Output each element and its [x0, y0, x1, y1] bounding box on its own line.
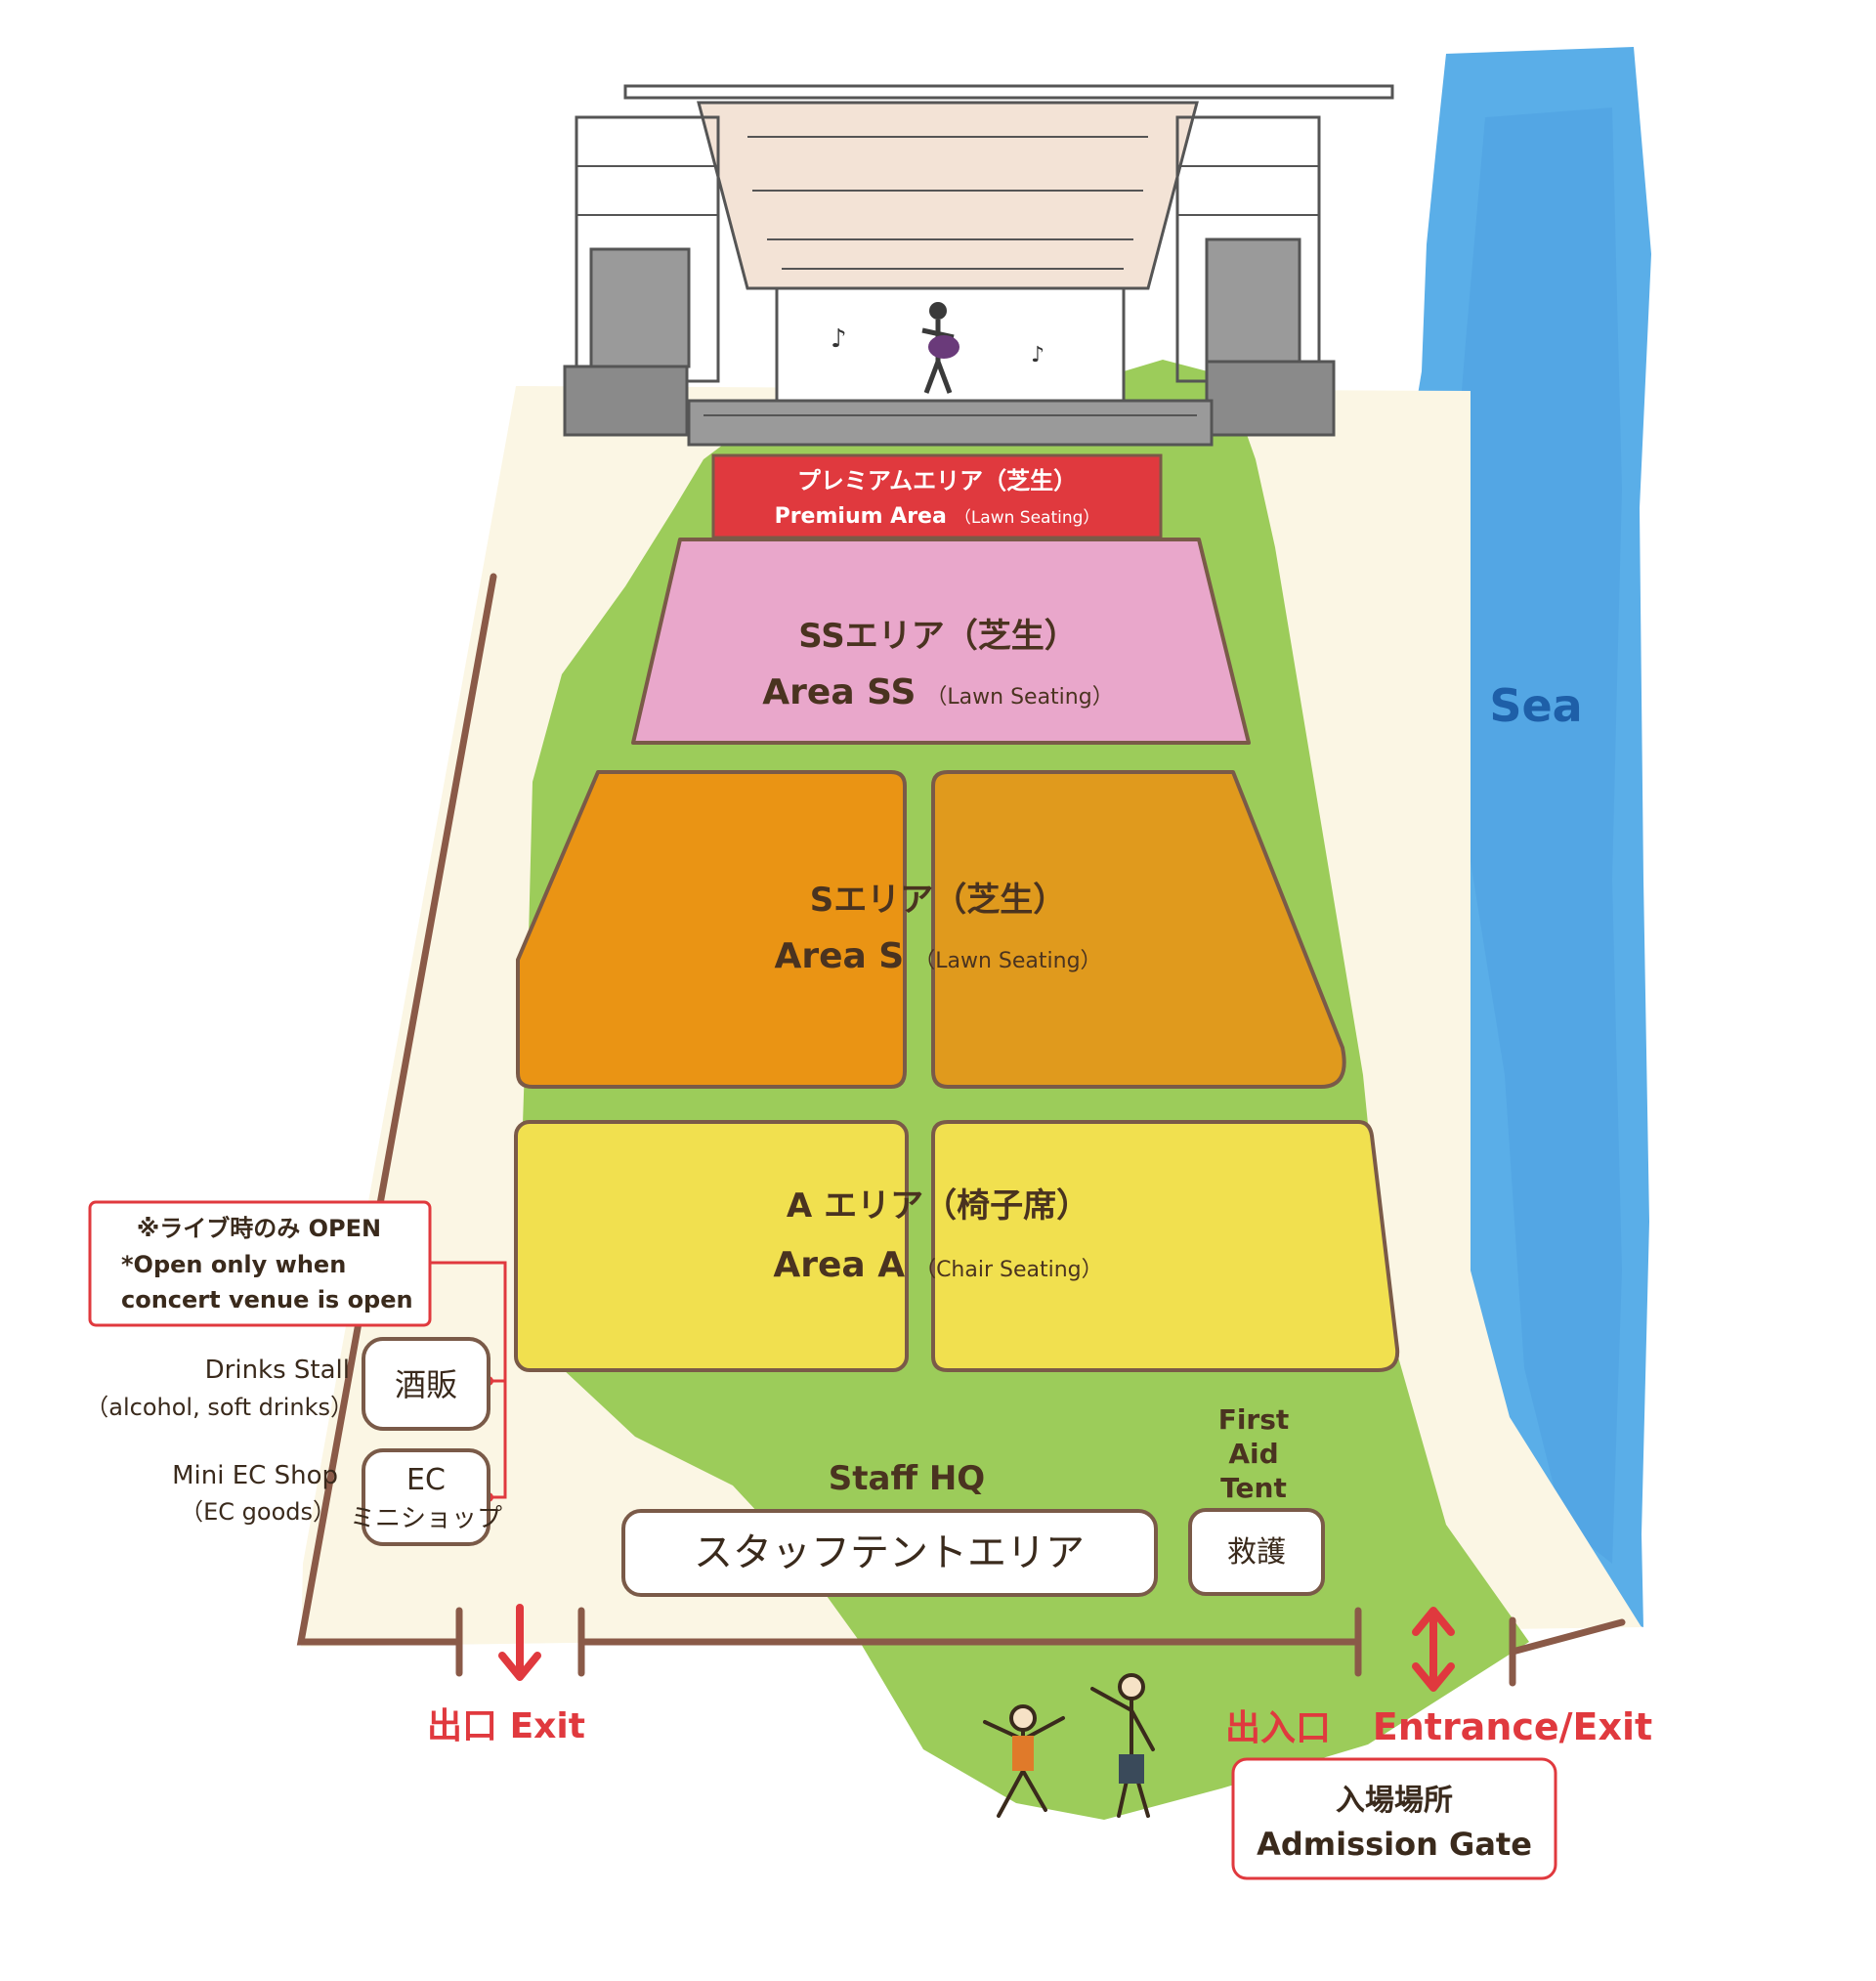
- premium-area-jp-label: プレミアムエリア（芝生）: [797, 467, 1077, 495]
- entrance-exit-jp-label: 出入口: [1225, 1708, 1331, 1748]
- notice-line2: *Open only when: [121, 1251, 346, 1278]
- area-ss-en-label: Area SS（Lawn Seating）: [762, 672, 1113, 712]
- area-s-right-block: [931, 770, 1346, 1089]
- area-a-jp-label: A エリア（椅子席）: [787, 1186, 1089, 1226]
- sea-label: Sea: [1489, 679, 1582, 732]
- mini-ec-shop-box-line2: ミニショップ: [350, 1504, 502, 1533]
- notice-line1: ※ライブ時のみ OPEN: [137, 1215, 381, 1242]
- admission-gate-en-label: Admission Gate: [1257, 1826, 1532, 1863]
- area-a-right-block: [931, 1120, 1400, 1372]
- entrance-exit-arrow-icon: [1412, 1607, 1455, 1692]
- area-ss-jp-label: SSエリア（芝生）: [798, 617, 1077, 656]
- area-a-left-block: [514, 1120, 909, 1372]
- first-aid-label-line1: First: [1218, 1403, 1290, 1436]
- staff-tent-area-label: スタッフテントエリア: [694, 1530, 1085, 1575]
- svg-text:♪: ♪: [1031, 343, 1045, 367]
- area-ss[interactable]: SSエリア（芝生） Area SS（Lawn Seating）: [631, 538, 1251, 745]
- people-illustration: [983, 1673, 1155, 1818]
- area-s[interactable]: Sエリア（芝生） Area S（Lawn Seating）: [516, 770, 1346, 1089]
- mini-ec-shop-box-line1: EC: [406, 1463, 446, 1497]
- premium-area-en-label: Premium Area（Lawn Seating）: [775, 504, 1100, 529]
- entrance-exit[interactable]: 出入口 Entrance/Exit: [1225, 1607, 1652, 1748]
- drinks-stall[interactable]: Drinks Stall （alcohol, soft drinks） 酒販: [85, 1337, 490, 1431]
- area-s-en-label: Area S（Lawn Seating）: [774, 936, 1101, 976]
- exit-arrow-icon: [498, 1604, 541, 1681]
- first-aid-label-line3: Tent: [1220, 1472, 1287, 1504]
- area-s-jp-label: Sエリア（芝生）: [810, 881, 1067, 920]
- first-aid-label-line2: Aid: [1228, 1438, 1278, 1470]
- exit-label: 出口 Exit: [427, 1706, 585, 1746]
- admission-gate-jp-label: 入場場所: [1336, 1784, 1453, 1818]
- staff-hq[interactable]: Staff HQ スタッフテントエリア: [621, 1459, 1158, 1597]
- premium-area[interactable]: プレミアムエリア（芝生） Premium Area（Lawn Seating）: [711, 453, 1163, 539]
- drinks-stall-sublabel: （alcohol, soft drinks）: [85, 1394, 354, 1421]
- mini-ec-shop-label: Mini EC Shop: [172, 1461, 338, 1490]
- area-a[interactable]: A エリア（椅子席） Area A（Chair Seating）: [514, 1120, 1400, 1372]
- venue-fence: [296, 573, 1626, 1687]
- drinks-stall-label: Drinks Stall: [205, 1356, 350, 1385]
- admission-gate[interactable]: 入場場所 Admission Gate: [1231, 1757, 1557, 1880]
- drinks-stall-box-label: 酒販: [395, 1366, 457, 1403]
- first-aid-tent[interactable]: First Aid Tent 救護: [1188, 1403, 1325, 1596]
- notice-line3: concert venue is open: [121, 1286, 413, 1313]
- svg-text:♪: ♪: [831, 324, 847, 354]
- mini-ec-shop[interactable]: Mini EC Shop （EC goods） EC ミニショップ: [172, 1448, 502, 1546]
- area-s-left-block: [516, 770, 907, 1089]
- entrance-exit-en-label: Entrance/Exit: [1373, 1705, 1652, 1748]
- sea-shading: [1446, 108, 1622, 1564]
- stage-illustration: ♪ ♪: [563, 84, 1394, 447]
- first-aid-box-label: 救護: [1227, 1535, 1286, 1570]
- exit[interactable]: 出口 Exit: [427, 1604, 585, 1746]
- staff-hq-label: Staff HQ: [829, 1459, 985, 1498]
- open-notice: ※ライブ時のみ OPEN *Open only when concert ven…: [88, 1200, 507, 1502]
- mini-ec-shop-sublabel: （EC goods）: [180, 1498, 336, 1526]
- area-a-en-label: Area A（Chair Seating）: [773, 1245, 1102, 1285]
